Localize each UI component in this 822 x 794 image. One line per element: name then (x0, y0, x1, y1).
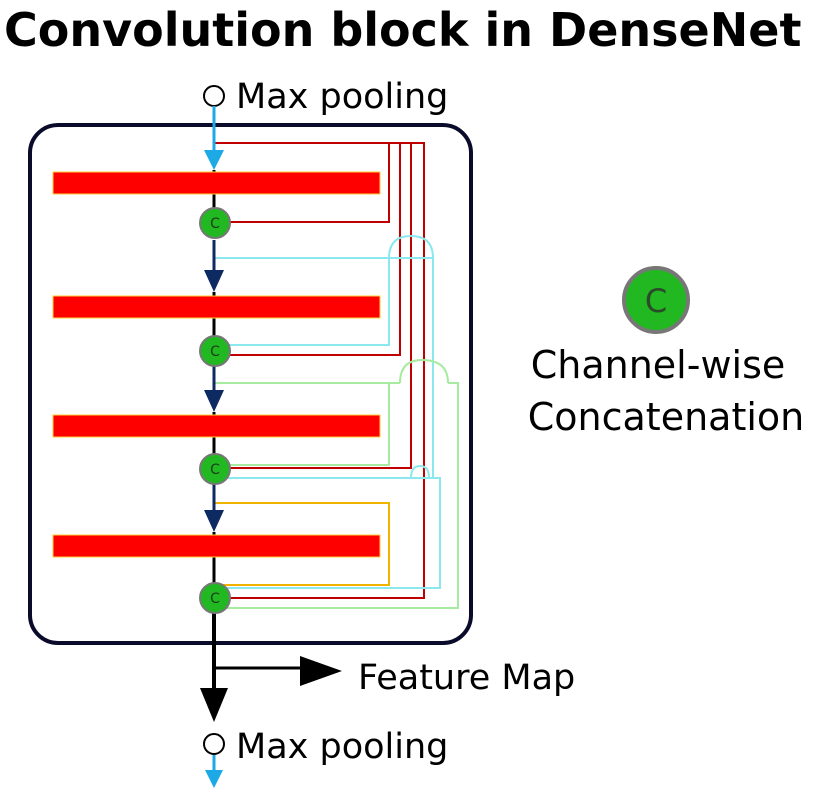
input-node (203, 85, 225, 107)
skip-connections (214, 142, 459, 609)
legend-line-1: Channel-wise (531, 343, 786, 387)
skip-red-lines (214, 142, 425, 599)
legend-symbol: C (645, 282, 667, 320)
skip-green-lines (214, 358, 459, 609)
concat-symbol: C (210, 462, 220, 478)
concat-nodes: C C C C (199, 207, 231, 614)
legend: C Channel-wise Concatenation (528, 266, 804, 439)
concat-node-1: C (199, 207, 231, 239)
legend-concat-icon (622, 266, 690, 334)
concat-symbol: C (210, 344, 220, 360)
output-label: Max pooling (236, 727, 448, 767)
conv-layers (52, 171, 381, 558)
conv-layer-4 (52, 534, 381, 558)
dense-block (28, 123, 473, 645)
concat-node-2: C (199, 335, 231, 367)
concat-node-3: C (199, 453, 231, 485)
legend-line-2: Concatenation (528, 395, 804, 439)
output-node (203, 733, 225, 755)
concat-symbol: C (210, 591, 220, 607)
input-label: Max pooling (236, 77, 448, 117)
skip-orange-lines (214, 502, 390, 586)
page-title: Convolution block in DenseNet (4, 3, 801, 57)
conv-layer-3 (52, 414, 381, 438)
concat-node-4: C (199, 582, 231, 614)
conv-layer-1 (52, 171, 381, 195)
concat-symbol: C (210, 216, 220, 232)
feature-map-label: Feature Map (358, 658, 575, 698)
skip-cyan-lines (214, 234, 441, 589)
conv-layer-2 (52, 295, 381, 319)
